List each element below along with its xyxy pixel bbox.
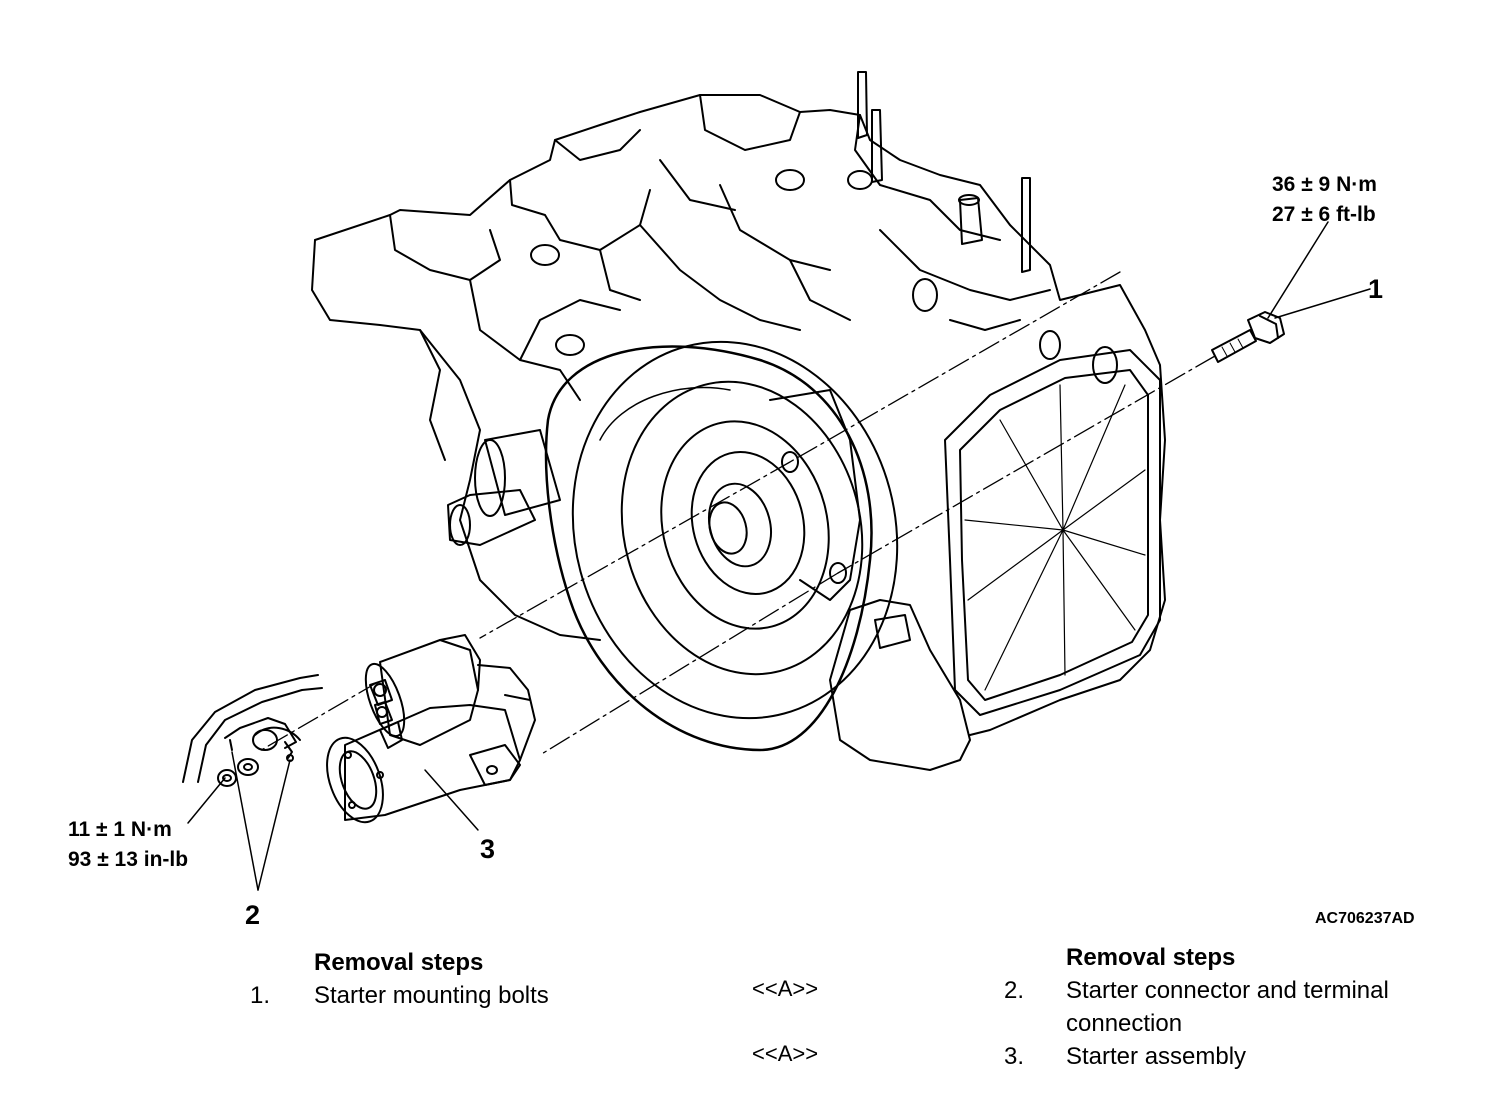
transaxle-housing [311,71,1166,736]
transaxle-side-cover [944,349,1161,716]
removal-steps-right: Removal steps 2. Starter connector and t… [1004,941,1484,1073]
callout-1: 1 [1368,274,1384,304]
service-tag-a: <<A>> [752,1041,819,1066]
step-number: 2. [1004,977,1025,1004]
step-number: 1. [250,982,271,1009]
step-item: 1. Starter mounting bolts [250,979,690,1012]
starter-connector-and-terminal [182,674,323,787]
service-tag-a: <<A>> [752,976,819,1001]
bolt-torque-nm: 36 ± 9 N·m [1272,173,1377,196]
alignment-lines [257,271,1216,756]
bolt-torque-ftlb: 27 ± 6 ft-lb [1272,203,1376,226]
output-shaft [447,429,561,546]
step-text: Starter connector and terminal [1066,977,1389,1004]
nut-torque-label: 11 ± 1 N·m 93 ± 13 in-lb [68,815,188,875]
starter-motor [326,634,536,824]
figure-code: AC706237AD [1315,910,1415,927]
callout-2: 2 [245,900,261,930]
step-text-continued: connection [1066,1010,1183,1037]
bolt-torque-label: 36 ± 9 N·m 27 ± 6 ft-lb [1272,170,1377,230]
nut-torque-nm: 11 ± 1 N·m [68,818,172,841]
step-number: 3. [1004,1043,1025,1070]
step-item: 2. Starter connector and terminal connec… [1004,974,1484,1040]
starter-mounting-bolt [1211,311,1285,363]
step-text: Starter mounting bolts [314,982,549,1009]
torque-converter [544,340,971,771]
callout-3: 3 [480,834,496,864]
removal-steps-left: Removal steps 1. Starter mounting bolts [250,946,690,1012]
leader-lines [187,221,1371,891]
steps-heading: Removal steps [1066,944,1236,971]
nut-torque-inlb: 93 ± 13 in-lb [68,848,189,871]
steps-heading: Removal steps [314,949,484,976]
step-text: Starter assembly [1066,1043,1247,1070]
transaxle-starter-diagram [182,71,1371,891]
step-item: 3. Starter assembly [1004,1040,1484,1073]
